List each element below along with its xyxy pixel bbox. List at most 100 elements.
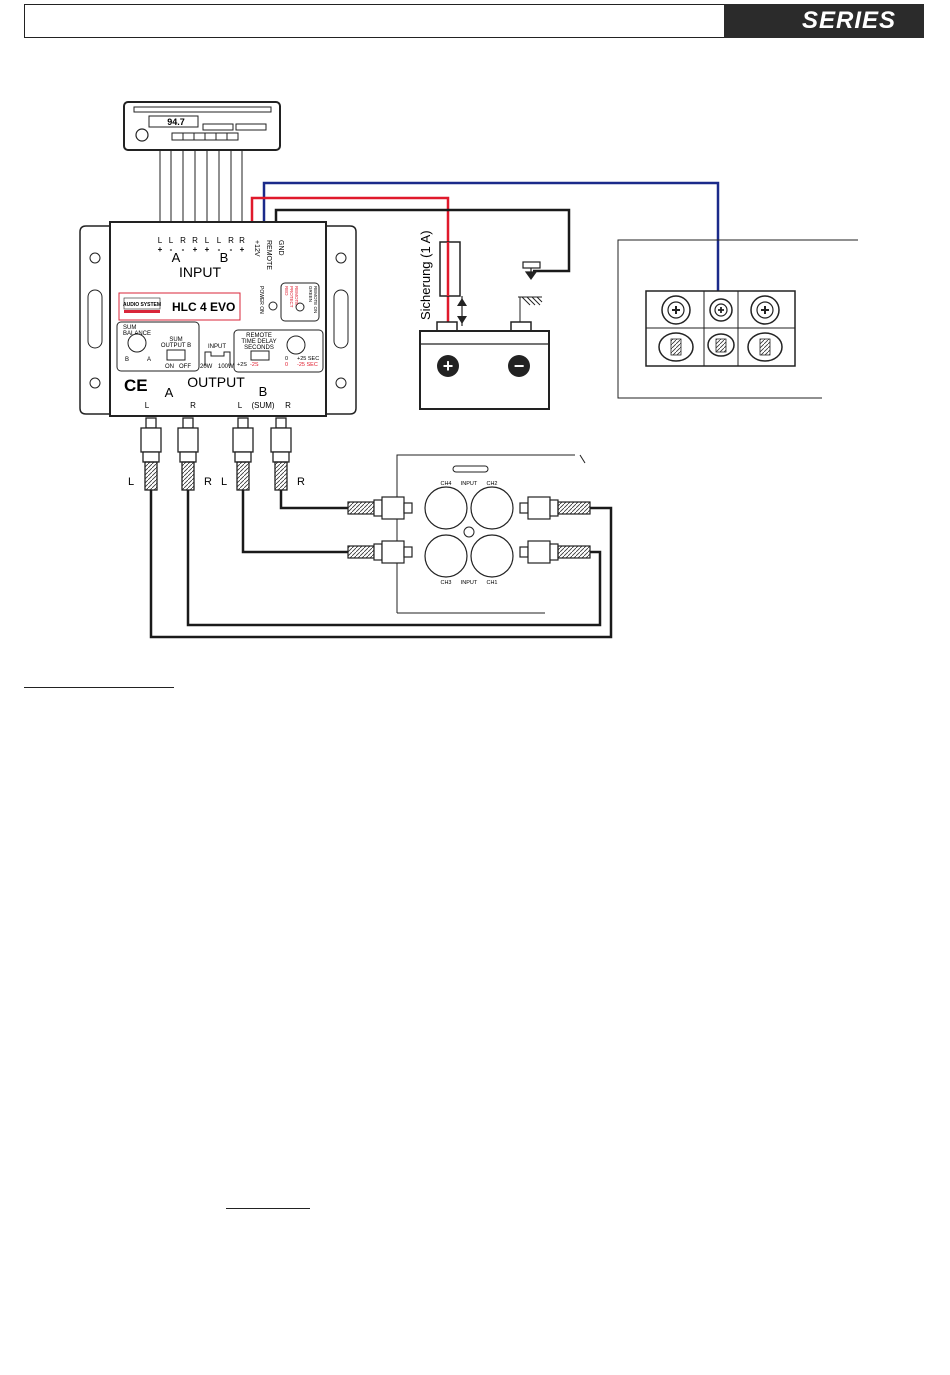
delay-left-red: -2S (250, 362, 259, 368)
remote-wire-blue (262, 181, 720, 357)
delay-right-red: -25 SEC (297, 362, 318, 368)
ground-symbol-wire (522, 261, 541, 281)
pin-polarity: + (158, 245, 163, 254)
pin-polarity: - (230, 245, 233, 254)
remote-on-line: REMOTE (294, 286, 299, 305)
output-r-a: R (190, 401, 196, 410)
headunit-display-text: 94.7 (167, 117, 185, 127)
group-b-label: B (220, 250, 229, 265)
pin-name: L (158, 236, 163, 245)
pin-name: R (192, 236, 198, 245)
sum-balance-line: SUM (123, 325, 136, 331)
ce-mark: CE (124, 376, 148, 395)
output-b-label: B (259, 384, 268, 399)
output-a-label: A (165, 385, 174, 400)
input-20w: 20W (200, 364, 213, 370)
remote-on-line: PROTECT (289, 286, 294, 308)
amp-rca-plugs-right (519, 496, 591, 564)
remote-led (295, 302, 305, 312)
rca-label: L (128, 476, 134, 488)
power-led (268, 301, 278, 311)
output-l-a: L (145, 401, 150, 410)
section-underline (24, 687, 174, 688)
headunit-display (148, 115, 199, 128)
pin-name: L (169, 236, 174, 245)
sum-balance-knob[interactable] (127, 333, 147, 353)
pin-gnd: GND (277, 240, 284, 256)
sum-output-switch[interactable] (166, 349, 186, 361)
fuse (439, 241, 467, 326)
amp-input-bottom: INPUT (461, 580, 478, 586)
balance-b: B (125, 357, 129, 363)
remote-delay-line: TIME DELAY (241, 339, 276, 345)
pin-polarity: - (170, 245, 173, 254)
brand-text: AUDIO SYSTEM (123, 302, 161, 308)
model-text: HLC 4 EVO (172, 300, 235, 314)
input-pin-labels: L L R R L L R R + - - + + - - + (158, 236, 245, 254)
pin-polarity: - (218, 245, 221, 254)
battery (419, 321, 550, 410)
remote-delay-line: REMOTE (246, 333, 272, 339)
pin-name: L (205, 236, 210, 245)
pin-polarity: + (193, 245, 198, 254)
rca-cables (140, 417, 292, 491)
rca-label: L (221, 476, 227, 488)
remote-on-line: GREEN (308, 286, 313, 302)
amp-ch2: CH2 (486, 481, 497, 487)
rca-label: R (297, 476, 305, 488)
pin-polarity: - (182, 245, 185, 254)
output-l-b: L (238, 401, 243, 410)
output-sum: (SUM) (251, 401, 274, 410)
input-level-label: INPUT (208, 344, 226, 350)
pin-polarity: + (205, 245, 210, 254)
remote-delay-knob[interactable] (286, 335, 306, 355)
switch-on-label: ON (165, 364, 174, 370)
switch-off-label: OFF (179, 364, 191, 370)
rca-label: R (204, 476, 212, 488)
pin-name: R (228, 236, 234, 245)
amp-input-top: INPUT (461, 481, 478, 487)
amplifier (396, 454, 586, 614)
battery-minus-terminal (508, 355, 530, 377)
input-level-switch[interactable] (204, 351, 231, 366)
delay-left: +2S (237, 362, 247, 368)
fuse-label: Sicherung (1 A) (418, 230, 433, 320)
remote-delay-switch[interactable] (250, 350, 270, 361)
group-a-label: A (172, 250, 181, 265)
input-100w: 100W (218, 364, 234, 370)
amp-rca-plugs-left (347, 496, 413, 564)
series-badge: SERIES (724, 4, 924, 38)
sum-output-line: SUM (169, 337, 182, 343)
input-title: INPUT (179, 264, 221, 280)
delay-right: +25 SEC (297, 356, 319, 362)
balance-a: A (147, 357, 151, 363)
amp-ch3: CH3 (440, 580, 451, 586)
pin-12v: +12V (253, 240, 260, 257)
gnd-wire-black (274, 208, 571, 273)
headunit-knob (135, 128, 149, 142)
amp-terminal-panel (617, 239, 858, 399)
pin-remote: REMOTE (265, 240, 272, 270)
section-underline (226, 1208, 310, 1209)
output-r-b: R (285, 401, 291, 410)
ground-symbol-battery (518, 296, 543, 325)
amp-ch1: CH1 (486, 580, 497, 586)
pin-name: R (239, 236, 245, 245)
delay-zero-red: 0 (285, 362, 288, 368)
pin-name: L (217, 236, 222, 245)
head-unit: 94.7 (123, 101, 281, 151)
pin-polarity: + (240, 245, 245, 254)
remote-on-line: RED (284, 286, 289, 296)
delay-zero: 0 (285, 356, 288, 362)
remote-delay-line: SECONDS (244, 345, 274, 351)
pin-name: R (180, 236, 186, 245)
sum-output-line: OUTPUT B (161, 343, 191, 349)
model-logo: AUDIO SYSTEM HLC 4 EVO (118, 292, 241, 321)
battery-minus: − (514, 356, 525, 376)
rca-cable-routes (149, 490, 613, 639)
power-on-label: POWER ON (258, 286, 264, 314)
output-title: OUTPUT (187, 374, 245, 390)
battery-plus-terminal (437, 355, 459, 377)
remote-on-line: REMOTE ON (313, 286, 318, 313)
